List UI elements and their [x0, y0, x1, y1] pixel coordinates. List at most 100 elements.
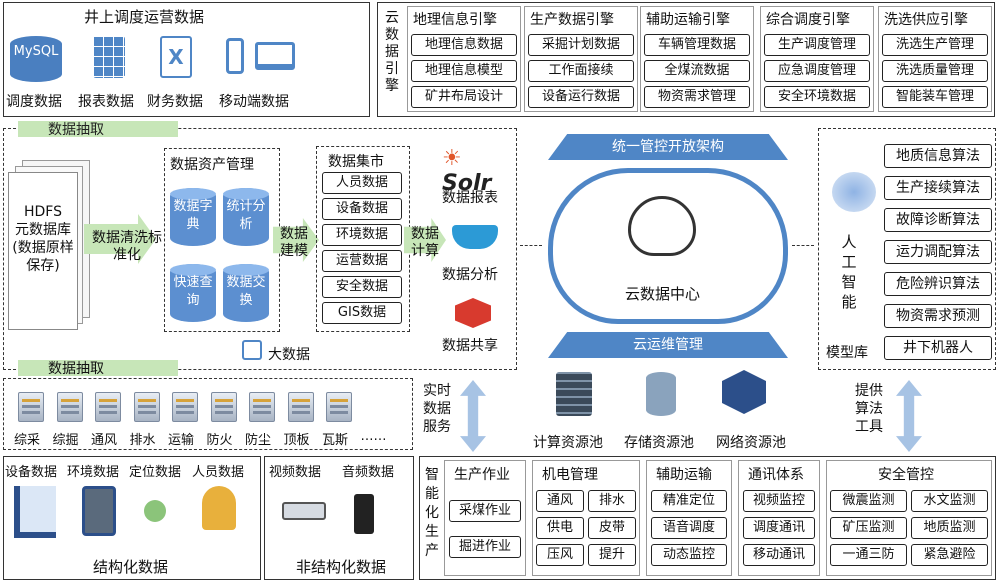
- network-pool-icon: [722, 370, 766, 414]
- subsystem-server-icon-6: [249, 392, 275, 422]
- engine-item-3-2: 安全环境数据: [764, 86, 870, 108]
- subsystem-label-5: 防火: [206, 433, 233, 448]
- subsystem-label-0: 综采: [14, 433, 41, 448]
- subsystem-label-4: 运输: [168, 433, 195, 448]
- market-item-4: 安全数据: [322, 276, 402, 298]
- robot-pill: 井下机器人: [884, 336, 992, 360]
- ai-panel: [818, 128, 996, 370]
- cylinder-data-dictionary: 数据字典: [170, 188, 216, 246]
- engine-item-3-0: 生产调度管理: [764, 34, 870, 56]
- left-link-arrow: [520, 245, 542, 246]
- engine-item-4-0: 洗选生产管理: [882, 34, 988, 56]
- smart-production-label: 智能化生产: [425, 467, 439, 559]
- market-item-5: GIS数据: [322, 302, 402, 324]
- hdfs-line1: HDFS: [23, 204, 62, 220]
- prod-item-3-1: 调度通讯: [743, 517, 815, 539]
- algorithm-5: 物资需求预测: [884, 304, 992, 328]
- location-node-icon: [144, 500, 166, 522]
- ops-banner: 云运维管理: [548, 332, 788, 358]
- prod-item-1-2: 供电: [536, 517, 584, 539]
- operations-item-3: 移动端数据: [219, 94, 289, 110]
- prod-group-title-2: 辅助运输: [656, 467, 712, 483]
- engine-item-2-0: 车辆管理数据: [644, 34, 750, 56]
- subsystem-server-icon-5: [210, 392, 237, 422]
- subsystem-server-icon-7: [287, 392, 314, 422]
- engine-item-2-1: 全煤流数据: [644, 60, 750, 82]
- prod-item-4-5: 紧急避险: [911, 544, 988, 566]
- prod-item-4-4: 一通三防: [830, 544, 907, 566]
- subsystem-server-icon-8: [326, 392, 352, 422]
- unstructured-label: 非结构化数据: [296, 558, 387, 576]
- radio-icon: [354, 494, 374, 534]
- subsystem-panel: [3, 378, 413, 450]
- hdfs-line4: 保存): [26, 258, 60, 274]
- prod-item-4-1: 水文监测: [911, 490, 988, 512]
- prod-item-1-0: 通风: [536, 490, 584, 512]
- prod-item-1-5: 提升: [588, 544, 636, 566]
- modeling-label: 数据建模: [280, 226, 308, 259]
- excel-file-icon: X: [160, 36, 192, 78]
- subsystem-label-9: ……: [360, 429, 387, 444]
- unstructured-panel: [264, 456, 414, 580]
- prod-item-4-2: 矿压监测: [830, 517, 907, 539]
- cloud-engine-label: 云数据引擎: [385, 10, 399, 94]
- cylinder-statistics: 统计分析: [223, 188, 269, 246]
- algo-tool-arrow: [896, 380, 922, 452]
- cloud-engine-panel: [377, 2, 995, 117]
- market-item-2: 环境数据: [322, 224, 402, 246]
- extract-bottom-label: 数据抽取: [48, 361, 104, 377]
- prod-item-4-0: 微震监测: [830, 490, 907, 512]
- bigdata-panel: [3, 128, 517, 370]
- laptop-icon: [255, 42, 295, 70]
- algorithm-0: 地质信息算法: [884, 144, 992, 168]
- market-item-1: 设备数据: [322, 198, 402, 220]
- data-market-title: 数据集市: [328, 154, 384, 170]
- prod-item-1-4: 压风: [536, 544, 584, 566]
- realtime-arrow: [460, 380, 486, 452]
- engine-item-0-0: 地理信息数据: [411, 34, 517, 56]
- algorithm-4: 危险辨识算法: [884, 272, 992, 296]
- subsystem-label-2: 通风: [91, 433, 118, 448]
- market-item-3: 运营数据: [322, 250, 402, 272]
- hdfs-line2: 元数据库: [15, 222, 71, 238]
- camera-icon: [282, 502, 326, 520]
- prod-item-2-2: 动态监控: [651, 544, 727, 566]
- operations-item-2: 财务数据: [147, 94, 203, 110]
- mobile-phone-icon: [226, 38, 244, 74]
- structured-label: 结构化数据: [93, 558, 169, 576]
- algorithm-2: 故障诊断算法: [884, 208, 992, 232]
- subsystem-label-8: 瓦斯: [322, 433, 349, 448]
- clean-label: 数据清洗标准化: [92, 230, 162, 263]
- subsystem-server-icon-0: [18, 392, 44, 422]
- algorithm-1: 生产接续算法: [884, 176, 992, 200]
- structured-item-1: 环境数据: [67, 465, 120, 480]
- pool-compute-label: 计算资源池: [533, 435, 603, 451]
- unstructured-item-0: 视频数据: [269, 465, 322, 480]
- storage-pool-icon: [646, 372, 676, 416]
- engine-item-1-0: 采掘计划数据: [528, 34, 634, 56]
- subsystem-server-icon-3: [133, 392, 160, 422]
- engine-title-0: 地理信息引擎: [413, 12, 497, 28]
- cloud-center-label: 云数据中心: [625, 285, 701, 303]
- tool-label-analysis: 数据分析: [442, 267, 498, 283]
- prod-group-title-1: 机电管理: [542, 467, 598, 483]
- subsystem-label-1: 综掘: [52, 433, 79, 448]
- engine-item-3-1: 应急调度管理: [764, 60, 870, 82]
- engine-item-0-2: 矿井布局设计: [411, 86, 517, 108]
- prod-item-3-2: 移动通讯: [743, 544, 815, 566]
- open-arch-banner: 统一管控开放架构: [548, 134, 788, 160]
- prod-item-0-0: 采煤作业: [449, 500, 521, 522]
- prod-item-1-3: 皮带: [588, 517, 636, 539]
- structured-item-0: 设备数据: [5, 465, 58, 480]
- tool-label-report: 数据报表: [442, 190, 498, 206]
- engine-title-2: 辅助运输引擎: [646, 12, 730, 28]
- structured-item-2: 定位数据: [129, 465, 182, 480]
- model-lib-label: 模型库: [826, 345, 868, 361]
- prod-item-1-1: 排水: [588, 490, 636, 512]
- operations-data-title: 井上调度运营数据: [84, 8, 205, 26]
- engine-item-4-2: 智能装车管理: [882, 86, 988, 108]
- extract-bottom-band: [18, 360, 178, 376]
- mysql-icon: MySQL: [10, 36, 62, 82]
- worker-helmet-icon: [202, 486, 236, 530]
- prod-item-2-0: 精准定位: [651, 490, 727, 512]
